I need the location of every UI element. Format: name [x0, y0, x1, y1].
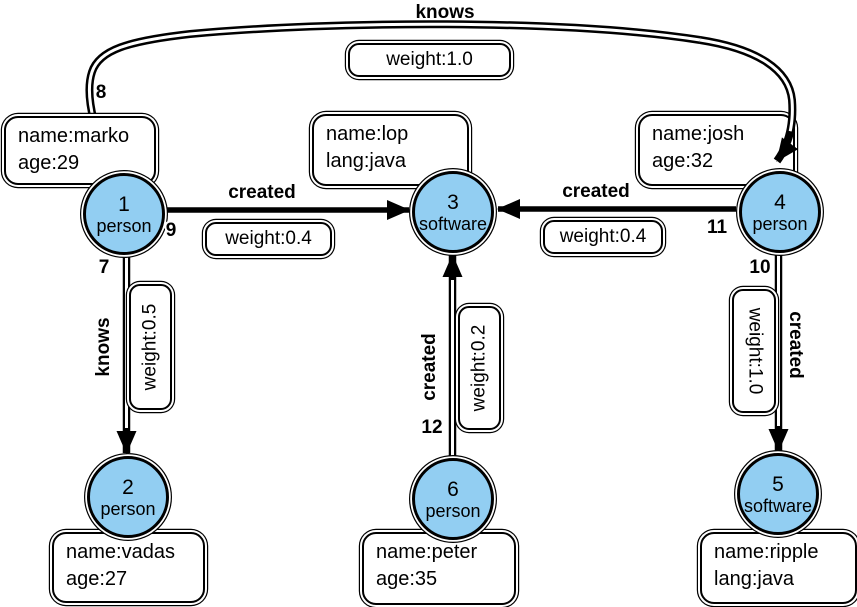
edge-10-weight-box: weight:1.0 — [732, 289, 776, 413]
edge-12-weight-box: weight:0.2 — [458, 306, 501, 430]
edge-11-id: 11 — [706, 217, 728, 238]
edge-10-id: 10 — [749, 257, 771, 278]
vertex-4-josh: 4 person — [739, 171, 821, 253]
edge-7-weight-box: weight:0.5 — [129, 284, 172, 410]
property-line: name:peter — [376, 541, 478, 563]
vertex-2-vadas: 2 person — [87, 456, 169, 538]
vertex-id: 3 — [447, 190, 459, 214]
edge-8-label: knows — [415, 2, 475, 23]
vertex-label: person — [100, 498, 156, 519]
property-line: name:josh — [652, 123, 745, 145]
vertex-label: software — [418, 213, 488, 234]
edge-7-label: knows — [93, 317, 114, 377]
property-line: name:marko — [18, 125, 130, 147]
vertex-3-lop: 3 software — [412, 171, 494, 253]
edge-9-weight-box: weight:0.4 — [205, 222, 332, 256]
property-line: name:vadas — [66, 541, 175, 563]
property-box-peter: name:peter age:35 — [362, 532, 516, 605]
edge-12-id: 12 — [421, 417, 443, 438]
property-line: lang:java — [326, 150, 407, 172]
property-line: name:ripple — [714, 541, 819, 563]
edge-weight: weight:1.0 — [386, 49, 473, 70]
property-box-ripple: name:ripple lang:java — [700, 532, 857, 604]
vertex-1-marko: 1 person — [83, 173, 165, 255]
edge-weight: weight:0.4 — [559, 226, 647, 247]
edge-weight: weight:0.2 — [468, 324, 490, 412]
property-box-vadas: name:vadas age:27 — [52, 532, 205, 603]
vertex-5-ripple: 5 software — [737, 453, 819, 535]
edge-9-label: created — [228, 182, 296, 203]
vertex-id: 5 — [772, 472, 784, 496]
vertex-6-peter: 6 person — [412, 458, 494, 540]
property-line: age:29 — [18, 152, 80, 174]
edge-11-weight-box: weight:0.4 — [543, 220, 663, 254]
vertex-label: person — [425, 500, 481, 521]
property-line: age:32 — [652, 150, 714, 172]
edge-8-weight-box: weight:1.0 — [348, 43, 511, 77]
vertex-label: person — [96, 215, 152, 236]
edge-weight: weight:0.4 — [225, 228, 312, 249]
property-line: age:35 — [376, 568, 438, 590]
vertex-id: 2 — [122, 475, 134, 499]
vertex-id: 4 — [774, 190, 786, 214]
edge-10-label: created — [785, 311, 806, 379]
edge-weight: weight:0.5 — [139, 303, 161, 391]
vertex-id: 1 — [118, 192, 130, 216]
edge-weight: weight:1.0 — [744, 307, 765, 395]
property-line: lang:java — [714, 568, 795, 590]
edge-7-id: 7 — [98, 257, 110, 278]
vertex-label: person — [752, 213, 808, 234]
edge-12-label: created — [419, 333, 440, 401]
vertex-id: 6 — [447, 477, 459, 501]
edge-9-id: 9 — [165, 220, 177, 241]
property-line: name:lop — [326, 123, 409, 145]
edge-11-label: created — [562, 181, 630, 202]
property-line: age:27 — [66, 568, 128, 590]
edge-8-id: 8 — [95, 82, 107, 103]
vertex-label: software — [743, 495, 813, 516]
